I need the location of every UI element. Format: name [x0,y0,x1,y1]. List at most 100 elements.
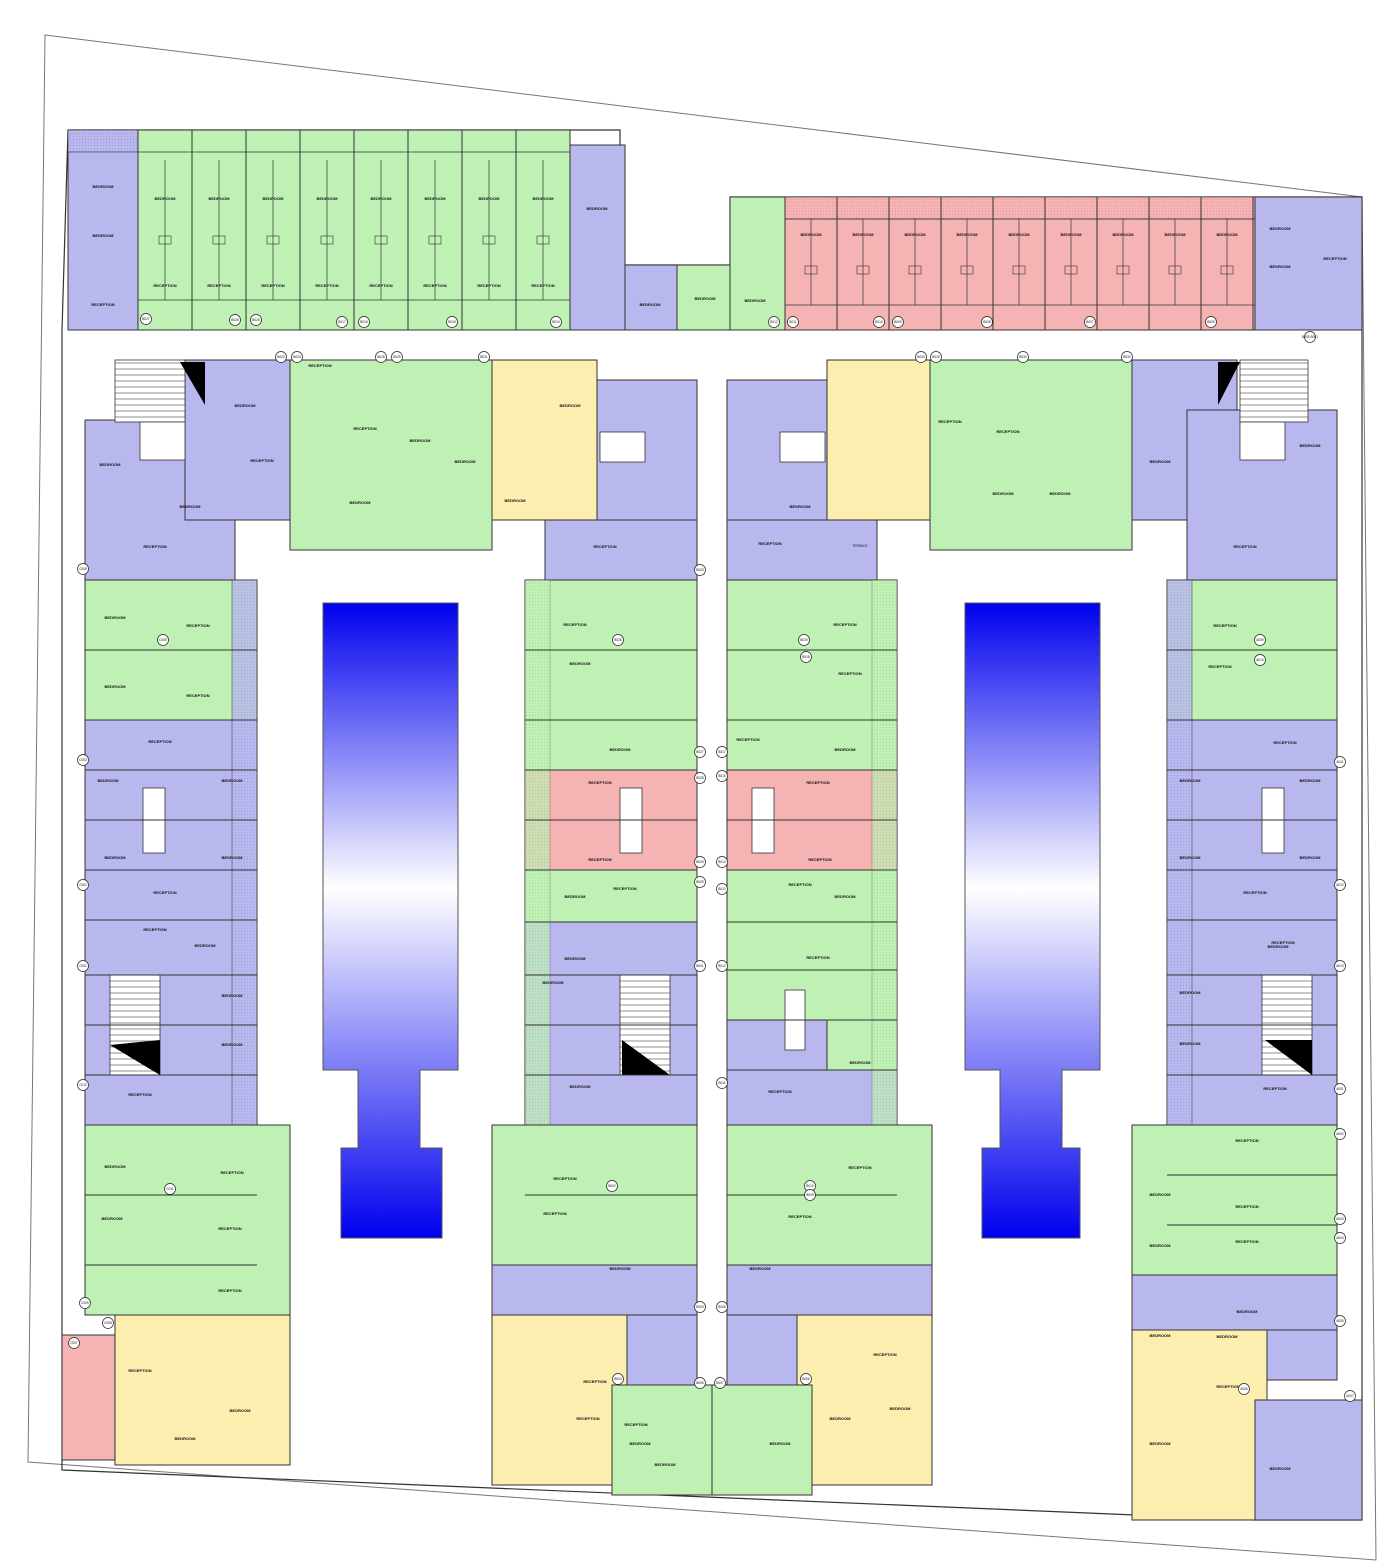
room-label: BEDROOM [1300,443,1322,448]
room-label: RECEPTION [788,1214,811,1219]
furniture [428,235,442,245]
room-label: RECEPTION [261,283,284,288]
room-label: BEDROOM [1150,459,1172,464]
room-label: BEDROOM [263,196,285,201]
room-label: RECEPTION [1243,890,1266,895]
unit-tag-label: B032 [932,355,940,359]
unit-tag [694,876,706,888]
unit-tag [446,316,458,328]
right-outer-column [1131,579,1363,1521]
room-label: RECEPTION [788,882,811,887]
unit-tag-label: B024 [293,355,301,359]
unit-tag-label: B005 [1207,320,1215,324]
room-label: BEDROOM [850,1060,872,1065]
unit-tag-label: B014 [718,860,726,864]
unit-tag [336,316,348,328]
room-label: RECEPTION [758,541,781,546]
room-label: RECEPTION [315,283,338,288]
furniture [804,265,818,275]
room-label: BEDROOM [425,196,447,201]
room-label: BEDROOM [655,1462,677,1467]
room-label: BEDROOM [1270,264,1292,269]
room-label: BEDROOM [175,1436,197,1441]
room-label: RECEPTION [543,1211,566,1216]
unit-tag-label: A004 [1336,1236,1344,1240]
unit-tag [612,1373,624,1385]
unit-tag-label: B019 [800,638,808,642]
room-label: BEDROOM [222,855,244,860]
furniture [1168,265,1182,275]
room-label: BEDROOM [560,403,582,408]
room-label: RECEPTION [833,622,856,627]
room-label: RECEPTION [996,429,1019,434]
room-label: RECEPTION [768,1089,791,1094]
room-label: BEDROOM [1300,778,1322,783]
unit-tag [1334,1213,1346,1225]
room-label: RECEPTION [806,780,829,785]
unit-tag [1304,331,1316,343]
unit-tag-label: B013 [718,887,726,891]
room-label: BEDROOM [801,232,823,237]
room-label: BEDROOM [155,196,177,201]
unit-tag-label: B025 [252,318,260,322]
furniture [536,235,550,245]
unit-tag-label: A005 [1336,1319,1344,1323]
unit-tag-label: A009 [1256,638,1264,642]
unit-tag-label: A007 [1346,1394,1354,1398]
unit-tag-label: C001 [79,964,87,968]
unit-tag-label: A006 [1240,1387,1248,1391]
unit-tag [1205,316,1217,328]
room-label: RECEPTION [1235,1239,1258,1244]
room-label: RECEPTION [1323,256,1346,261]
unit-tag [694,856,706,868]
room-label: BEDROOM [222,993,244,998]
room-label: BEDROOM [1217,1334,1239,1339]
unit-tag [79,1297,91,1309]
room-label: BEDROOM [93,184,115,189]
unit-tag [1334,879,1346,891]
unit-tag-label: B028 [696,776,704,780]
room-label: BEDROOM [993,491,1015,496]
unit-tag-label: B009 [894,320,902,324]
pool-left [322,602,459,1239]
room-label: BEDROOM [1180,990,1202,995]
unit-tag [1254,654,1266,666]
unit-tag [1334,756,1346,768]
room-label: RECEPTION [1273,740,1296,745]
unit-tag [1334,1315,1346,1327]
room-label: BEDROOM [745,298,767,303]
unit-tag-label: B001 [696,964,704,968]
unit-tag-label: B017 [338,320,346,324]
room-label: BEDROOM [1113,232,1135,237]
furniture [320,235,334,245]
unit-tag [873,316,885,328]
room-label: BEDROOM [105,684,127,689]
room-label: BEDROOM [1150,1441,1172,1446]
room-label: BEDROOM [505,498,527,503]
unit-tag [550,316,562,328]
room-label: BEDROOM [105,1164,127,1169]
unit-tag-label: A001 [1336,1087,1344,1091]
unit-tag-label: B031 [480,355,488,359]
unit-tag-label: B012 [770,320,778,324]
room-label: RECEPTION [143,544,166,549]
room-label: RECEPTION [218,1226,241,1231]
unit-tag-label: B010 [806,1184,814,1188]
unit-tag [768,316,780,328]
furniture [266,235,280,245]
room-label: RECEPTION [153,890,176,895]
unit-tag-label: B033 [1019,355,1027,359]
unit-tag-label: B009 [806,1193,814,1197]
room-label: BEDROOM [350,500,372,505]
room-label: RECEPTION [838,671,861,676]
room-label: RECEPTION [186,623,209,628]
room-label: RECEPTION [563,622,586,627]
unit-tag-label: A011 [1336,760,1343,764]
room-label: RECEPTION [1235,1138,1258,1143]
unit-tag-label: B026 [231,318,239,322]
unit-tag [915,351,927,363]
unit-tag-label: B011 [789,320,796,324]
room-label: BEDROOM [455,459,477,464]
unit-tag [612,634,624,646]
unit-tag-label: B002 [608,1184,616,1188]
